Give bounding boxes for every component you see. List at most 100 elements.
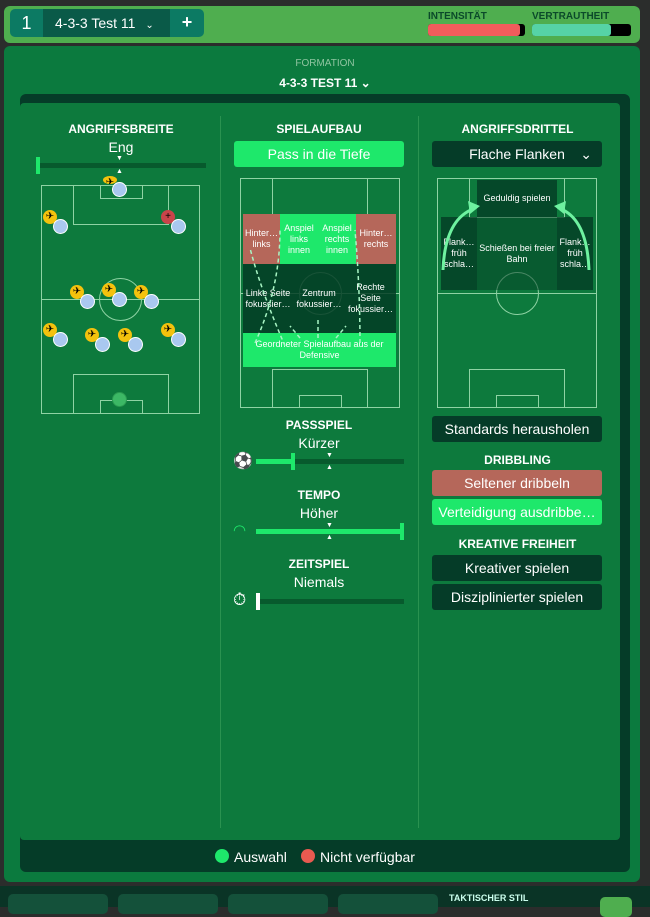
marker-icon: ▲ (326, 534, 333, 541)
attacking-width-slider[interactable] (38, 163, 206, 168)
formation-value: 4-3-3 TEST 11 (279, 76, 358, 90)
player-marker[interactable] (128, 337, 143, 352)
zone-defensive-build-up[interactable]: Geordneter Spielaufbau aus der Defensive (243, 333, 396, 367)
build-up-selected-button[interactable]: Pass in die Tiefe (234, 141, 404, 167)
player-marker[interactable] (112, 182, 127, 197)
arrow (335, 325, 347, 339)
chevron-down-icon: ⌄ (360, 76, 371, 90)
zone-shoot-on-sight[interactable]: Schießen bei freier Bahn (477, 217, 557, 290)
player-marker[interactable] (53, 332, 68, 347)
tactical-style-label: TAKTISCHER STIL (449, 893, 529, 903)
zone-behind-right[interactable]: Hinter… rechts (356, 214, 396, 264)
zone-inside-left[interactable]: Anspiel links innen (280, 214, 318, 264)
intensity-meter (428, 24, 525, 36)
attacking-width-value: Eng (108, 139, 134, 155)
player-marker[interactable] (112, 392, 127, 407)
player-marker[interactable] (53, 219, 68, 234)
legend-unavailable: Nicht verfügbar (320, 849, 415, 865)
plane-icon: ✈ (43, 323, 57, 337)
tactic-slot-number[interactable]: 1 (10, 9, 43, 37)
player-marker[interactable] (95, 337, 110, 352)
zone-early-cross-right[interactable]: Flank… früh schla… (557, 217, 593, 290)
bottom-button[interactable] (118, 894, 218, 914)
plane-icon: ✈ (103, 176, 117, 184)
dribble-less-button[interactable]: Seltener dribbeln (432, 470, 602, 496)
player-marker[interactable] (112, 292, 127, 307)
more-expressive-button[interactable]: Kreativer spielen (432, 555, 602, 581)
arrowhead (554, 201, 566, 214)
passing-slider[interactable] (256, 459, 404, 464)
zone-right-flank[interactable]: Rechte Seite fokussier… (345, 264, 396, 333)
arrowhead (468, 201, 480, 214)
bottom-button[interactable] (338, 894, 438, 914)
marker-icon: ▼ (326, 452, 333, 459)
marker-icon: ▼ (116, 155, 123, 162)
crossing-dropdown[interactable]: Flache Flanken⌄ (432, 141, 602, 167)
legend-selected: Auswahl (234, 849, 287, 865)
time-wasting-slider[interactable] (256, 599, 404, 604)
plane-icon: ✈ (70, 285, 84, 299)
arrow (254, 229, 281, 344)
plane-icon: ✈ (118, 328, 132, 342)
unavailable-legend-dot (301, 849, 315, 863)
bottom-button[interactable] (228, 894, 328, 914)
tempo-value: Höher (299, 505, 339, 521)
tempo-slider[interactable] (256, 529, 404, 534)
injury-icon: + (161, 210, 175, 224)
run-at-defence-button[interactable]: Verteidigung ausdribbe… (432, 499, 602, 525)
familiarity-meter (532, 24, 631, 36)
divider (418, 116, 419, 828)
player-marker[interactable] (80, 294, 95, 309)
tempo-title: TEMPO (297, 488, 341, 502)
bottom-button[interactable] (8, 894, 108, 914)
time-wasting-value: Niemals (293, 574, 345, 590)
formation-label: FORMATION (295, 58, 355, 69)
add-tactic-button[interactable]: + (170, 9, 204, 37)
tactic-name: 4-3-3 Test 11 (55, 15, 136, 31)
arrow (354, 229, 361, 344)
divider (220, 116, 221, 828)
slider-handle[interactable] (291, 453, 295, 470)
zone-inside-right[interactable]: Anspiel rechts innen (318, 214, 356, 264)
ball-icon: ⚽ (233, 453, 253, 470)
build-up-title: SPIELAUFBAU (276, 122, 362, 136)
arrow (560, 207, 591, 271)
player-marker[interactable] (144, 294, 159, 309)
slider-handle[interactable] (36, 157, 40, 174)
plane-icon: ✈ (161, 323, 175, 337)
plane-icon: ✈ (134, 285, 148, 299)
slider-handle[interactable] (256, 593, 260, 610)
player-marker[interactable] (171, 219, 186, 234)
tactical-style-button[interactable] (600, 897, 632, 917)
player-marker[interactable] (171, 332, 186, 347)
zone-early-cross-left[interactable]: Flank… früh schla… (441, 217, 477, 290)
more-disciplined-button[interactable]: Disziplinierter spielen (432, 584, 602, 610)
dribbling-title: DRIBBLING (484, 453, 551, 467)
arrow (249, 247, 286, 347)
marker-icon: ▼ (326, 522, 333, 529)
zone-centre[interactable]: Zentrum fokussier… (293, 264, 345, 333)
chevron-down-icon: ⌄ (580, 146, 592, 162)
marker-icon: ▲ (326, 464, 333, 471)
build-up-arrows (249, 229, 361, 347)
arrow (441, 207, 474, 271)
set-pieces-button[interactable]: Standards herausholen (432, 416, 602, 442)
tactic-select[interactable]: 4-3-3 Test 11 ⌄ (43, 9, 170, 37)
final-third-title: ANGRIFFSDRITTEL (461, 122, 574, 136)
time-wasting-title: ZEITSPIEL (288, 557, 350, 571)
plane-icon: ✈ (43, 210, 57, 224)
zone-work-into-box[interactable]: Geduldig spielen (477, 180, 557, 217)
plane-icon: ✈ (102, 283, 116, 297)
speedometer-icon: ◠ (233, 522, 247, 539)
familiarity-label: VERTRAUTHEIT (532, 11, 610, 22)
formation-select[interactable]: 4-3-3 TEST 11 ⌄ (0, 76, 650, 90)
marker-icon: ▲ (116, 168, 123, 175)
attacking-width-title: ANGRIFFSBREITE (68, 122, 174, 136)
arrow (289, 325, 301, 339)
creative-freedom-title: KREATIVE FREIHEIT (458, 537, 577, 551)
stopwatch-icon: ⏱ (233, 590, 247, 609)
chevron-down-icon: ⌄ (145, 20, 154, 31)
slider-handle[interactable] (400, 523, 404, 540)
passing-value: Kürzer (298, 435, 340, 451)
zone-behind-left[interactable]: Hinter… links (243, 214, 280, 264)
